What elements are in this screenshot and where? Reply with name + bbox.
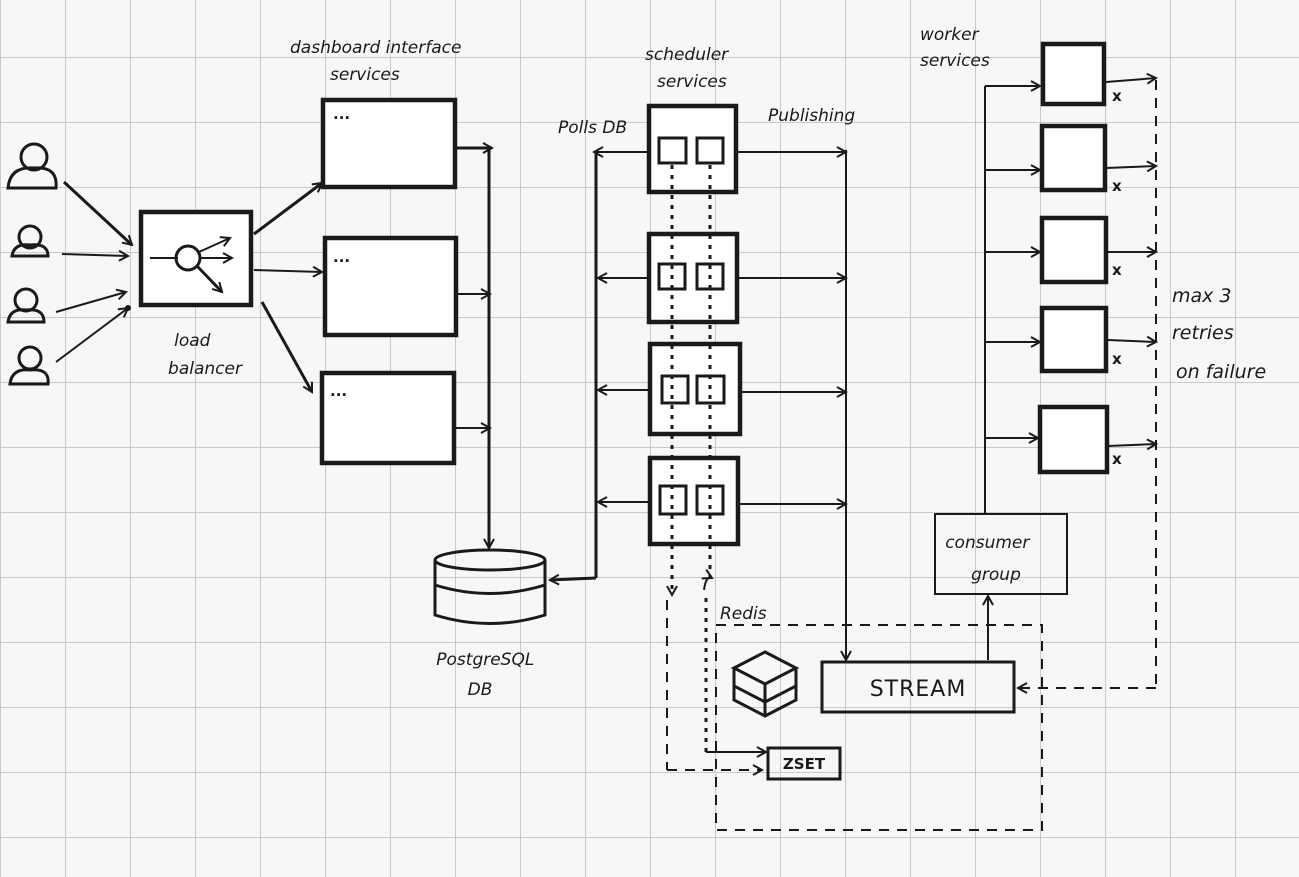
user-icon — [8, 345, 50, 386]
zset-label: ZSET — [783, 755, 826, 773]
lb-to-dashboard-arrows — [253, 183, 322, 392]
postgres-label: PostgreSQL DB — [436, 650, 539, 700]
worker-failure-arrows — [1105, 78, 1156, 446]
database-icon — [433, 548, 547, 625]
publishing-label: Publishing — [768, 106, 855, 126]
dashboard-ellipsis: ... — [330, 382, 347, 400]
polls-db-connector — [550, 152, 650, 580]
stream-label: STREAM — [870, 677, 967, 702]
load-balancer-label: load balancer — [168, 331, 243, 379]
scheduler-zset-connector — [666, 165, 766, 770]
redis-label: Redis — [720, 604, 767, 624]
zset-box — [766, 746, 842, 781]
dashboard-service-box — [322, 235, 459, 338]
retry-loop-connector — [1018, 80, 1157, 688]
worker-services-label: worker services — [920, 25, 990, 71]
retry-note: max 3 retries on failure — [1172, 285, 1266, 383]
user-arrows — [55, 180, 132, 363]
publishing-connector — [737, 150, 846, 660]
worker-box — [1037, 404, 1110, 475]
load-balancer-icon — [150, 238, 232, 292]
redis-container — [715, 624, 1043, 831]
worker-box — [1039, 305, 1109, 374]
scheduler-service-box — [646, 231, 740, 325]
dashboard-service-box — [320, 97, 458, 190]
stream-box — [820, 660, 1016, 714]
user-icon — [10, 224, 50, 258]
failure-mark: x — [1112, 177, 1122, 195]
dashboard-services-label: dashboard interface services — [290, 38, 467, 85]
consumer-group-label: consumer group — [945, 533, 1035, 585]
user-icon — [6, 287, 46, 324]
worker-box — [1039, 123, 1108, 193]
failure-mark: x — [1112, 350, 1122, 368]
scheduler-service-box — [646, 103, 739, 195]
redis-stack-icon — [730, 650, 800, 718]
polls-db-label: Polls DB — [558, 118, 627, 138]
worker-box — [1040, 41, 1107, 107]
worker-box — [1039, 215, 1109, 285]
consumer-group-box — [934, 513, 1068, 595]
dashboard-service-box — [319, 370, 457, 466]
failure-mark: x — [1112, 261, 1122, 279]
scheduler-services-label: scheduler services — [645, 45, 734, 92]
dashboard-ellipsis: ... — [333, 248, 350, 266]
scheduler-service-box — [647, 341, 743, 437]
dashboard-to-db-connector — [456, 146, 492, 548]
user-icon — [6, 142, 58, 190]
consumer-to-workers-connector — [984, 86, 1040, 514]
failure-mark: x — [1112, 450, 1122, 468]
failure-mark: x — [1112, 87, 1122, 105]
dashboard-ellipsis: ... — [333, 105, 350, 123]
scheduler-service-box — [647, 455, 741, 547]
